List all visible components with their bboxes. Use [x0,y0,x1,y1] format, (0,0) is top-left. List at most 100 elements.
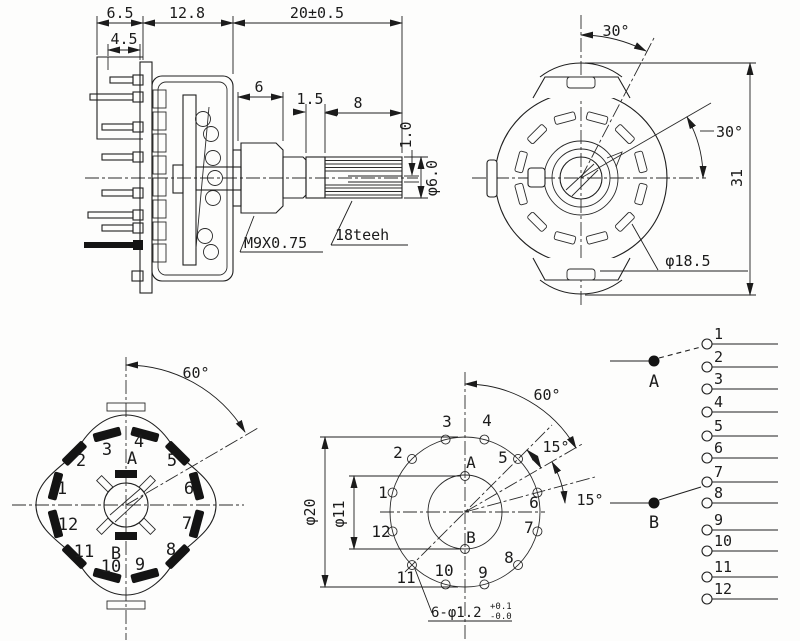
layout-terminal-number: 12 [371,522,390,541]
terminal-contact [701,361,713,373]
stop-nub [527,167,546,188]
front-contact-slot [634,182,648,206]
layout-terminal-number: 11 [396,568,415,587]
stator-contact [152,243,167,263]
terminal-contact [701,406,713,418]
stator-contact [152,199,167,219]
front-angle-right: 30° [716,123,743,141]
terminal-contact [701,476,713,488]
dim-1-0: 1.0 [397,121,415,148]
terminal-hole [479,579,490,590]
rear-terminal-number: 11 [74,542,94,562]
dim-6-5: 6.5 [106,4,133,22]
pole-b-wiper [658,486,702,501]
layout-pole-b-label: B [466,528,476,547]
dim-4-5: 4.5 [110,30,137,48]
threaded-bushing [240,142,284,214]
layout-terminal-number: 8 [504,548,514,567]
rear-terminal-number: 2 [76,451,86,471]
terminal-contact [701,430,713,442]
front-contact-slot [514,150,528,174]
terminal-contact [701,338,713,350]
terminal-hole [479,434,490,445]
pole-b-contact [115,532,137,540]
terminal-pin-base [132,222,144,234]
rotor-hub [172,164,184,194]
schematic-terminal-number: 9 [714,511,723,529]
front-contact-slot [614,211,635,232]
detent-ball [205,190,221,206]
detent-ball [207,170,223,186]
stator-contact [152,155,167,175]
terminal-pin-base [132,151,144,163]
terminal-pin-base [132,91,144,103]
terminal-hole [513,454,523,464]
dim-12-8: 12.8 [169,4,205,22]
dim-8: 8 [353,94,362,112]
pole-a-wiper [658,346,702,359]
dim-20-05: 20±0.5 [290,4,344,22]
terminal-pin [101,153,134,161]
front-diameter-callout: φ18.5 [665,252,710,270]
rear-shaft [103,482,149,528]
front-height-dim: 31 [728,169,746,187]
layout-angle-15-1: 15° [542,438,569,456]
terminal-contact [701,571,713,583]
rear-terminal-number: 6 [184,479,194,499]
side-view-drawing: 6.5 12.8 20±0.5 4.5 6 1.5 8 1.0 φ [84,4,441,294]
terminal-pin [87,211,134,219]
rear-angle-label: 60° [182,364,209,382]
detent-balls [195,111,223,260]
layout-terminal-number: 5 [498,448,508,467]
layout-angle-15-2: 15° [576,491,603,509]
schematic-pole-b-label: B [649,513,659,533]
stator-contact [152,111,167,131]
detent-ball [197,228,213,244]
schematic-terminal-number: 5 [714,417,723,435]
terminal-pin-base [132,74,144,86]
layout-dia-20: φ20 [301,498,319,525]
terminal-hole [532,526,543,537]
rear-terminal-number: 9 [135,555,145,575]
terminal-pin-base [132,187,144,199]
terminal-contact [701,497,713,509]
bottom-stub [131,270,144,282]
layout-terminal-number: 3 [442,412,452,431]
rear-terminal-bar [188,509,205,539]
schematic-terminal-number: 7 [714,463,723,481]
front-contact-slot [553,231,577,245]
layout-pole-a-label: A [466,453,476,472]
pole-a-contact [115,470,137,478]
terminal-hole [440,434,451,445]
terminal-hole [532,487,543,498]
stator-contact [152,133,167,153]
rear-terminal-number: 12 [58,515,78,535]
stator-contact [152,177,167,197]
rear-pole-b-label: B [111,544,121,564]
layout-terminal-number: 7 [524,518,534,537]
front-contact-slot [514,182,528,206]
layout-terminal-number: 4 [482,411,492,430]
front-contact-slot [527,211,548,232]
detent-ball [195,111,211,127]
side-dimensions: 6.5 12.8 20±0.5 4.5 6 1.5 8 1.0 φ [96,4,441,253]
dim-phi-6-0: φ6.0 [423,160,441,196]
rear-terminal-bar [62,544,87,569]
schematic-terminal-number: 10 [714,532,732,550]
schematic-terminal-number: 8 [714,484,723,502]
hole-note-tol-minus: -0.0 [490,612,512,622]
contact-stack [152,89,167,263]
front-contact-slot [634,150,648,174]
front-angle-top: 30° [602,22,629,40]
layout-terminal-number: 6 [529,493,539,512]
rear-terminal-bars [47,426,205,584]
schematic-pole-a-label: A [649,372,659,392]
rear-terminal-number: 4 [134,432,144,452]
terminal-pin-base [132,121,144,133]
wafer-plate [139,61,153,294]
rotor-pointer [606,151,623,168]
terminal-hole [387,526,398,537]
